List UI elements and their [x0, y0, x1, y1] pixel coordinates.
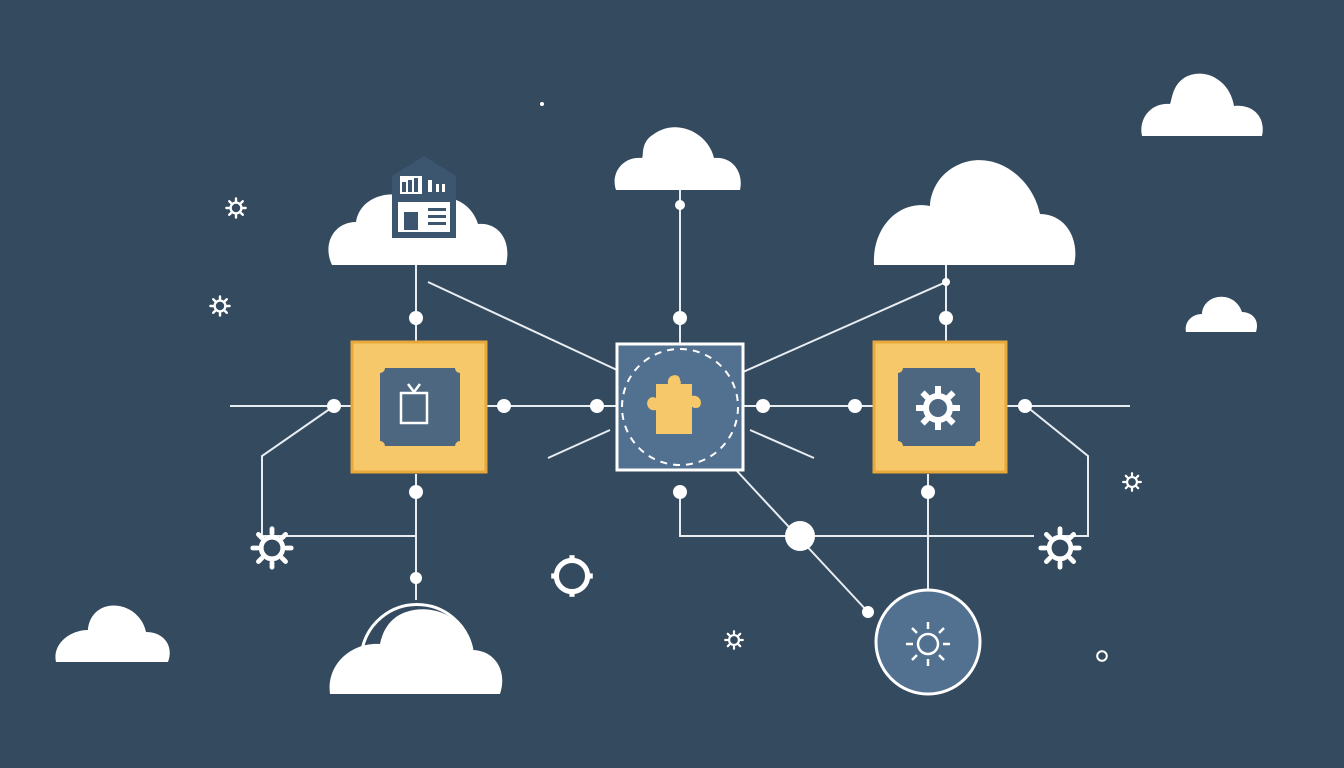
gear-icon: [551, 555, 593, 597]
gear-icon: [916, 386, 960, 430]
gear-icon: [1096, 650, 1108, 662]
right-module-node[interactable]: [872, 340, 1008, 474]
cloud-far-top-right: [1141, 73, 1263, 136]
gear-icon: [1041, 529, 1079, 567]
left-module-node[interactable]: [350, 340, 488, 474]
gear-icon: [225, 197, 247, 219]
gear-icon: [209, 295, 231, 317]
gear-icon: [253, 529, 291, 567]
gear-icon: [1122, 472, 1142, 492]
connector-dots: [327, 102, 1032, 618]
sun-icon: [906, 622, 950, 666]
gear-icon: [724, 630, 744, 650]
cloud-top-center: [614, 127, 741, 190]
tv-icon: [399, 383, 429, 425]
cloud-with-building: [328, 156, 508, 265]
building-icon: [392, 156, 456, 238]
cloud-top-right-large: [873, 160, 1076, 265]
cloud-bottom-left: [55, 605, 170, 662]
cloud-bottom-center: [329, 603, 503, 694]
puzzle-piece-icon: [647, 375, 701, 434]
bottom-hub-node[interactable]: [874, 588, 982, 696]
cloud-small-right: [1185, 296, 1258, 332]
center-hub-node[interactable]: [615, 342, 745, 472]
